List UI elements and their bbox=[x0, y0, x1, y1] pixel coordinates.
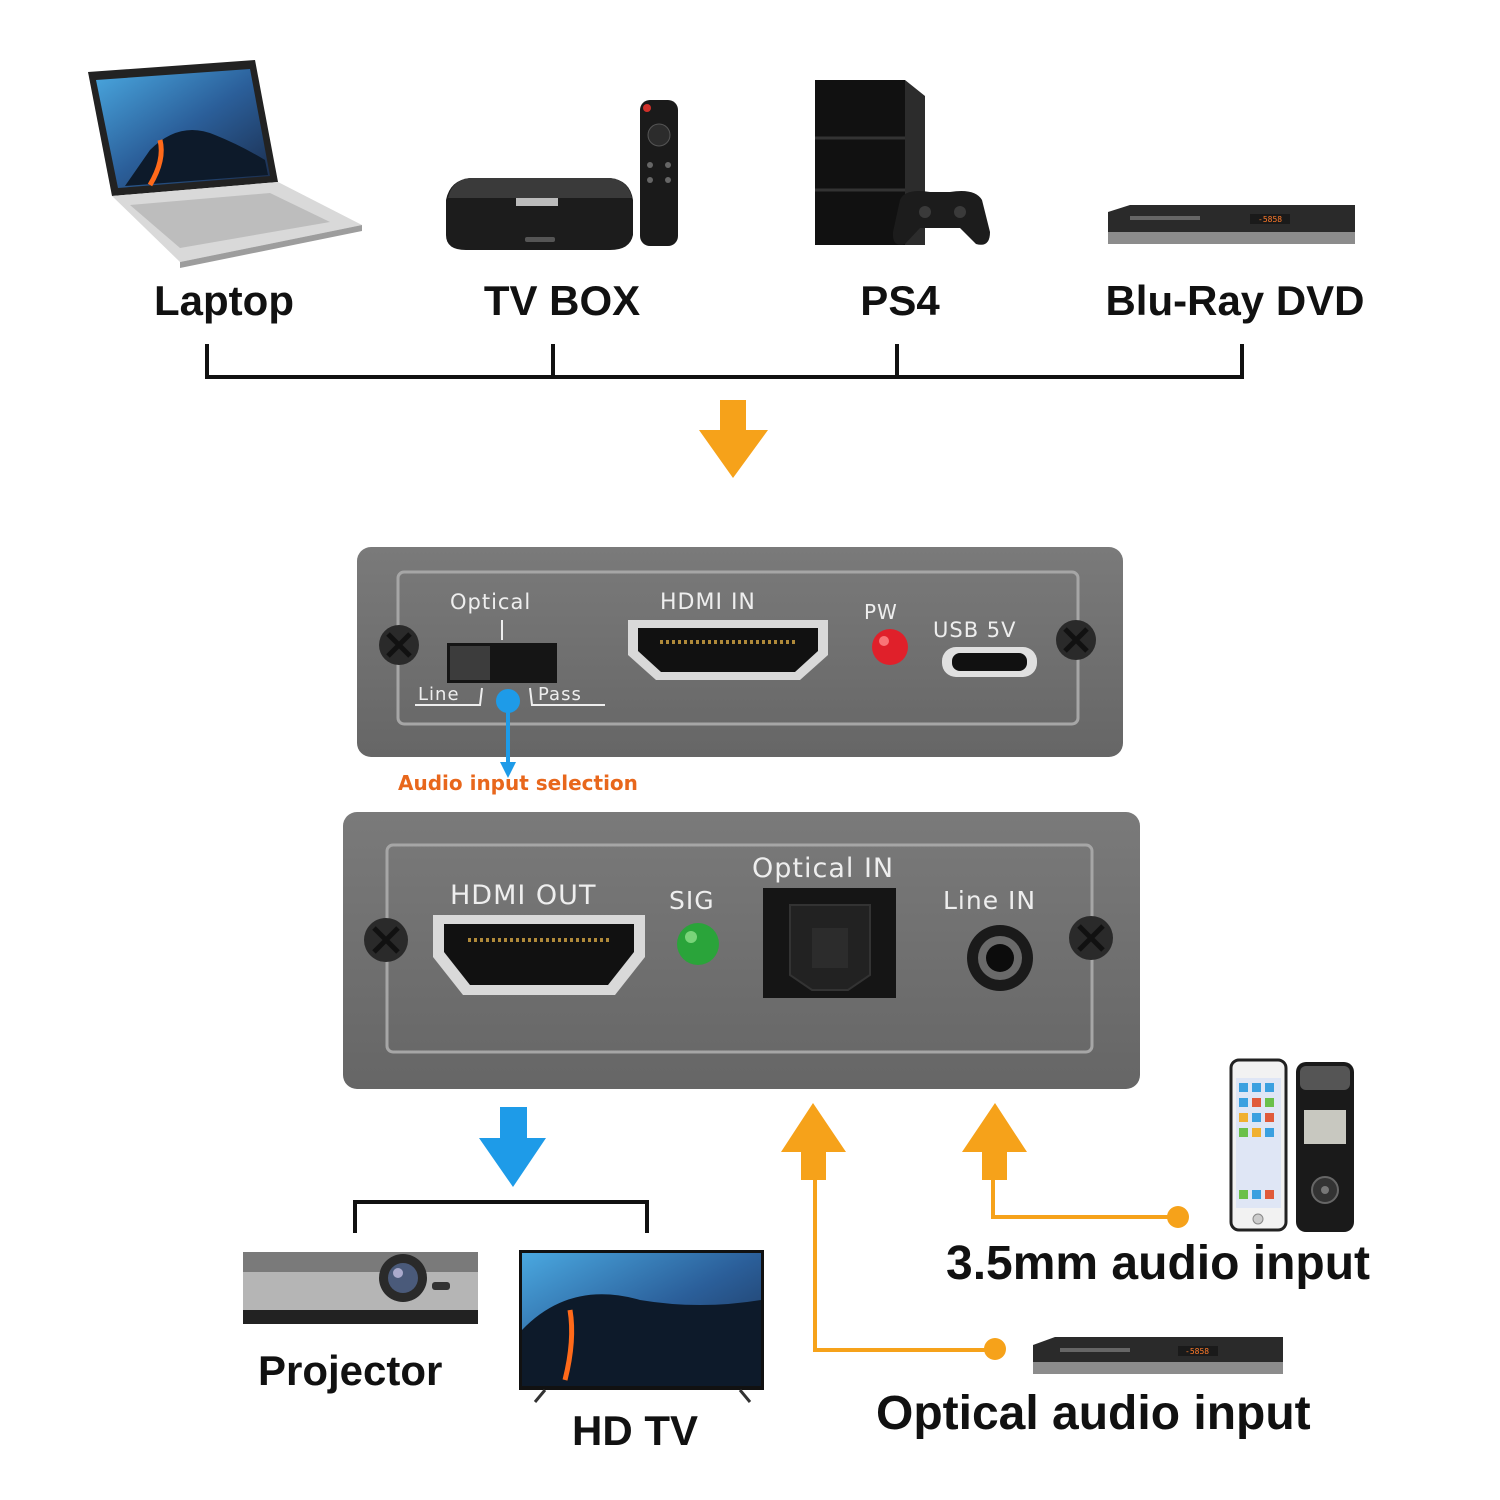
switch-pointer bbox=[496, 689, 520, 778]
line-in-label: Line IN bbox=[943, 886, 1037, 915]
optical-input-arrow bbox=[781, 1103, 1006, 1360]
laptop-label: Laptop bbox=[154, 277, 294, 324]
source-bracket bbox=[205, 344, 1244, 379]
svg-text:-5858: -5858 bbox=[1185, 1347, 1209, 1356]
sig-label: SIG bbox=[669, 886, 715, 915]
optical-source-player-icon: -5858 bbox=[1033, 1337, 1283, 1374]
output-panel bbox=[343, 812, 1140, 1089]
power-led bbox=[872, 629, 908, 665]
line-switch-label: Line bbox=[418, 684, 460, 705]
screw-icon bbox=[364, 918, 408, 962]
optical-in-port[interactable] bbox=[763, 888, 896, 998]
hdtv-label: HD TV bbox=[572, 1407, 698, 1454]
hdmi-in-port[interactable] bbox=[628, 620, 828, 680]
screw-icon bbox=[379, 625, 419, 665]
input-panel bbox=[357, 547, 1123, 757]
audio-select-switch[interactable] bbox=[447, 643, 557, 683]
hdmi-out-port[interactable] bbox=[433, 915, 645, 995]
output-arrow bbox=[479, 1107, 546, 1187]
tv-box-label: TV BOX bbox=[483, 277, 641, 324]
tv-box-icon bbox=[446, 100, 678, 250]
pass-switch-label: Pass bbox=[538, 684, 582, 705]
ps4-label: PS4 bbox=[860, 277, 940, 324]
bluray-label: Blu-Ray DVD bbox=[1105, 277, 1365, 324]
hdmi-in-label: HDMI IN bbox=[660, 590, 756, 615]
usb-label: USB 5V bbox=[933, 618, 1017, 642]
analog-input-arrow bbox=[962, 1103, 1189, 1228]
usb-port[interactable] bbox=[942, 647, 1037, 677]
hdmi-out-label: HDMI OUT bbox=[450, 880, 597, 911]
smartphone-icon bbox=[1229, 1058, 1288, 1232]
ps4-icon bbox=[815, 80, 990, 245]
analog-audio-label: 3.5mm audio input bbox=[946, 1237, 1371, 1290]
pw-label: PW bbox=[864, 600, 898, 624]
projector-label: Projector bbox=[258, 1347, 443, 1394]
hdtv-icon bbox=[519, 1250, 764, 1403]
optical-in-label: Optical IN bbox=[752, 853, 895, 884]
line-in-jack[interactable] bbox=[967, 925, 1033, 991]
optical-switch-label: Optical bbox=[450, 590, 532, 614]
projector-icon bbox=[243, 1252, 478, 1324]
input-arrow bbox=[699, 400, 768, 478]
screw-icon bbox=[1056, 620, 1096, 660]
audio-select-note: Audio input selection bbox=[398, 771, 638, 795]
laptop-icon bbox=[88, 60, 362, 268]
output-bracket bbox=[353, 1200, 649, 1233]
optical-audio-label: Optical audio input bbox=[876, 1387, 1311, 1440]
signal-led bbox=[677, 923, 719, 965]
bluray-player-icon: -5858 bbox=[1108, 205, 1355, 244]
voice-recorder-icon bbox=[1296, 1062, 1354, 1232]
svg-text:-5858: -5858 bbox=[1258, 215, 1282, 224]
screw-icon bbox=[1069, 916, 1113, 960]
